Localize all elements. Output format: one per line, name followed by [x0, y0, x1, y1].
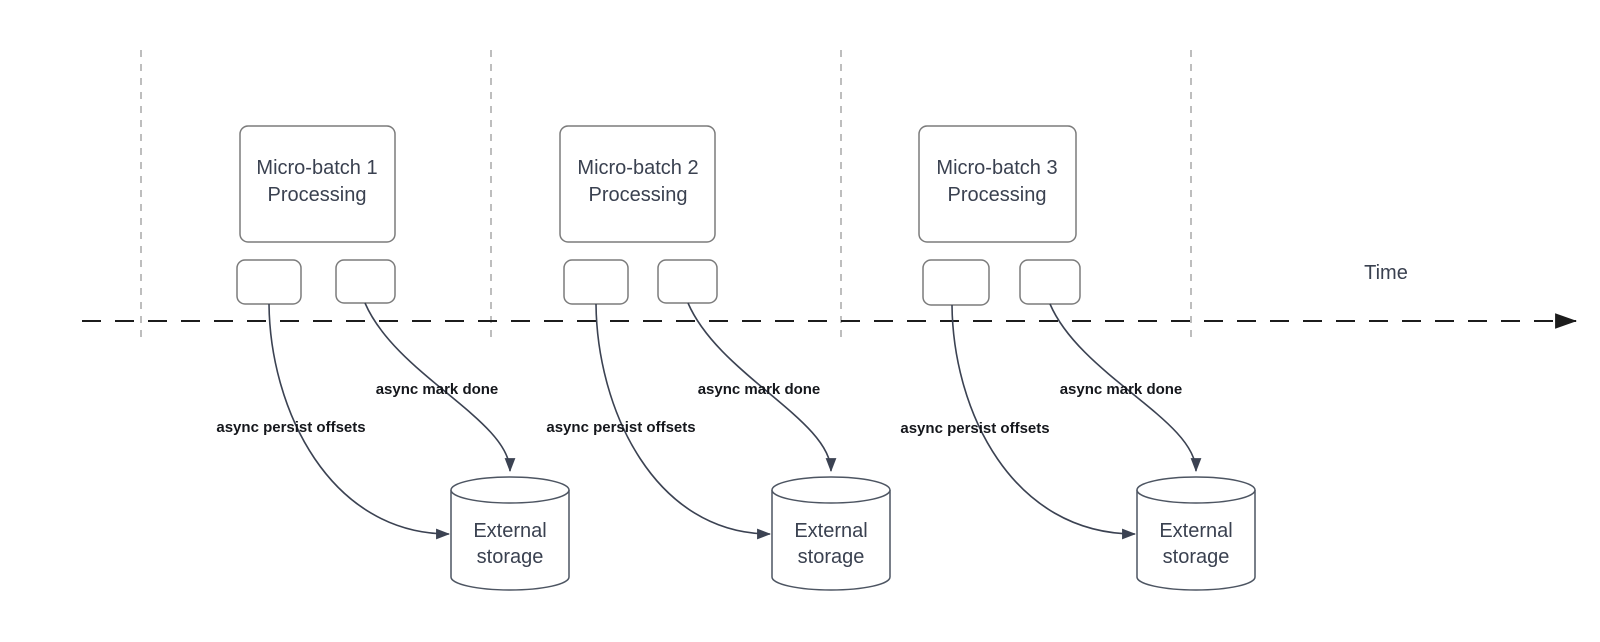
persist-offsets-arrow	[268, 303, 451, 540]
storage-label-line2: storage	[477, 546, 544, 568]
mark-done-arrow	[687, 302, 837, 473]
storage-label-line2: storage	[798, 546, 865, 568]
mark-done-arrow	[1049, 303, 1202, 473]
processing-box-title-line1: Micro-batch 3	[936, 157, 1057, 179]
external-storage-cylinder: External storage	[771, 476, 891, 591]
processing-box-title-line1: Micro-batch 2	[577, 157, 698, 179]
time-axis-label: Time	[1364, 262, 1408, 284]
persist-offsets-task-box	[922, 259, 990, 306]
mark-done-task-box	[657, 259, 718, 304]
persist-offsets-arrow	[951, 304, 1137, 540]
mark-done-label: async mark done	[698, 381, 821, 398]
cylinder-top	[1136, 476, 1256, 504]
microbatch-group-1: Micro-batch 1 Processing async persist o…	[216, 125, 570, 591]
processing-box	[918, 125, 1077, 243]
external-storage-cylinder: External storage	[450, 476, 570, 591]
processing-box	[559, 125, 716, 243]
storage-label-line2: storage	[1163, 546, 1230, 568]
cylinder-top	[450, 476, 570, 504]
cylinder-body	[771, 490, 891, 591]
external-storage-cylinder: External storage	[1136, 476, 1256, 591]
processing-box-title-line2: Processing	[948, 184, 1047, 206]
persist-offsets-task-box	[236, 259, 302, 305]
mark-done-task-box	[1019, 259, 1081, 305]
microbatch-group-3: Micro-batch 3 Processing async persist o…	[900, 125, 1256, 591]
mark-done-label: async mark done	[376, 381, 499, 398]
mark-done-task-box	[335, 259, 396, 304]
persist-offsets-arrow	[595, 303, 772, 540]
persist-offsets-label: async persist offsets	[216, 419, 365, 436]
persist-offsets-label: async persist offsets	[546, 419, 695, 436]
persist-offsets-task-box	[563, 259, 629, 305]
storage-label-line1: External	[1159, 520, 1232, 542]
storage-label-line1: External	[794, 520, 867, 542]
storage-label-line1: External	[473, 520, 546, 542]
cylinder-top	[771, 476, 891, 504]
cylinder-body	[1136, 490, 1256, 591]
processing-box	[239, 125, 396, 243]
mark-done-label: async mark done	[1060, 381, 1183, 398]
processing-box-title-line1: Micro-batch 1	[256, 157, 377, 179]
processing-box-title-line2: Processing	[268, 184, 367, 206]
processing-box-title-line2: Processing	[589, 184, 688, 206]
cylinder-body	[450, 490, 570, 591]
persist-offsets-label: async persist offsets	[900, 420, 1049, 437]
mark-done-arrow	[364, 302, 516, 473]
microbatch-group-2: Micro-batch 2 Processing async persist o…	[546, 125, 891, 591]
